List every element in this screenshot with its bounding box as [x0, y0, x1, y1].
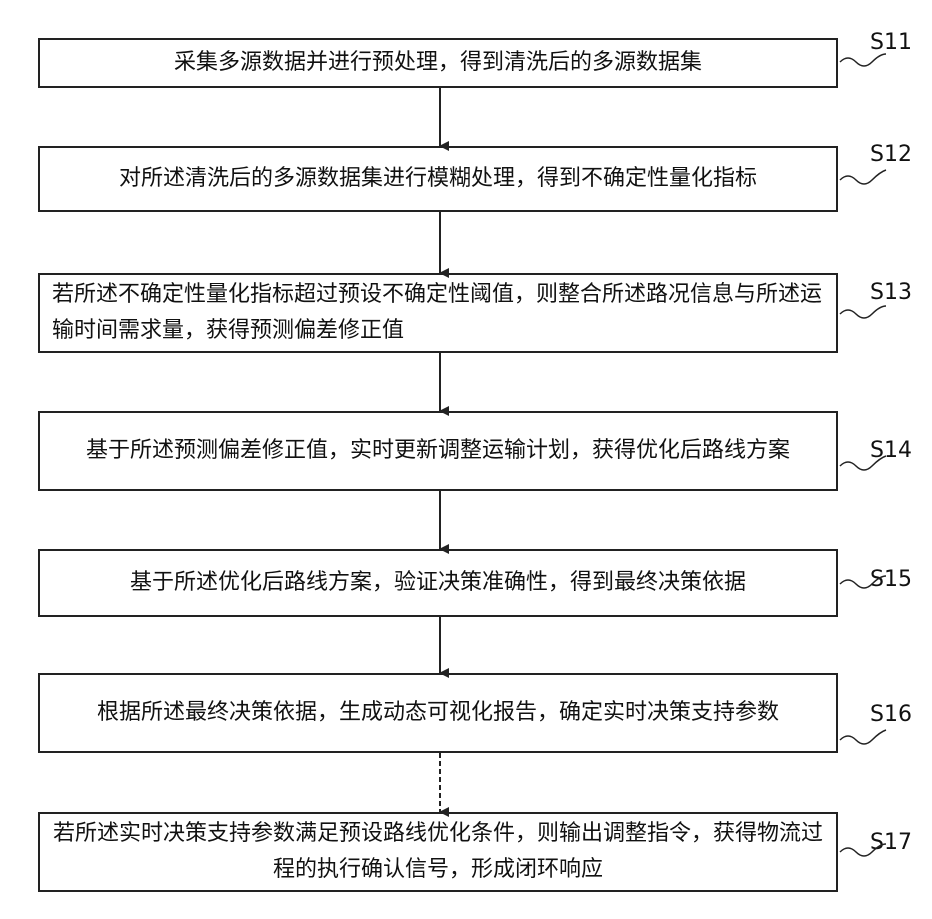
- leader-s16: [840, 730, 886, 744]
- leader-s11: [840, 54, 886, 66]
- leader-s13: [840, 306, 886, 318]
- leader-s12: [840, 170, 886, 184]
- leader-s15: [840, 576, 886, 588]
- leader-s17: [840, 844, 886, 856]
- leader-s14: [840, 456, 886, 470]
